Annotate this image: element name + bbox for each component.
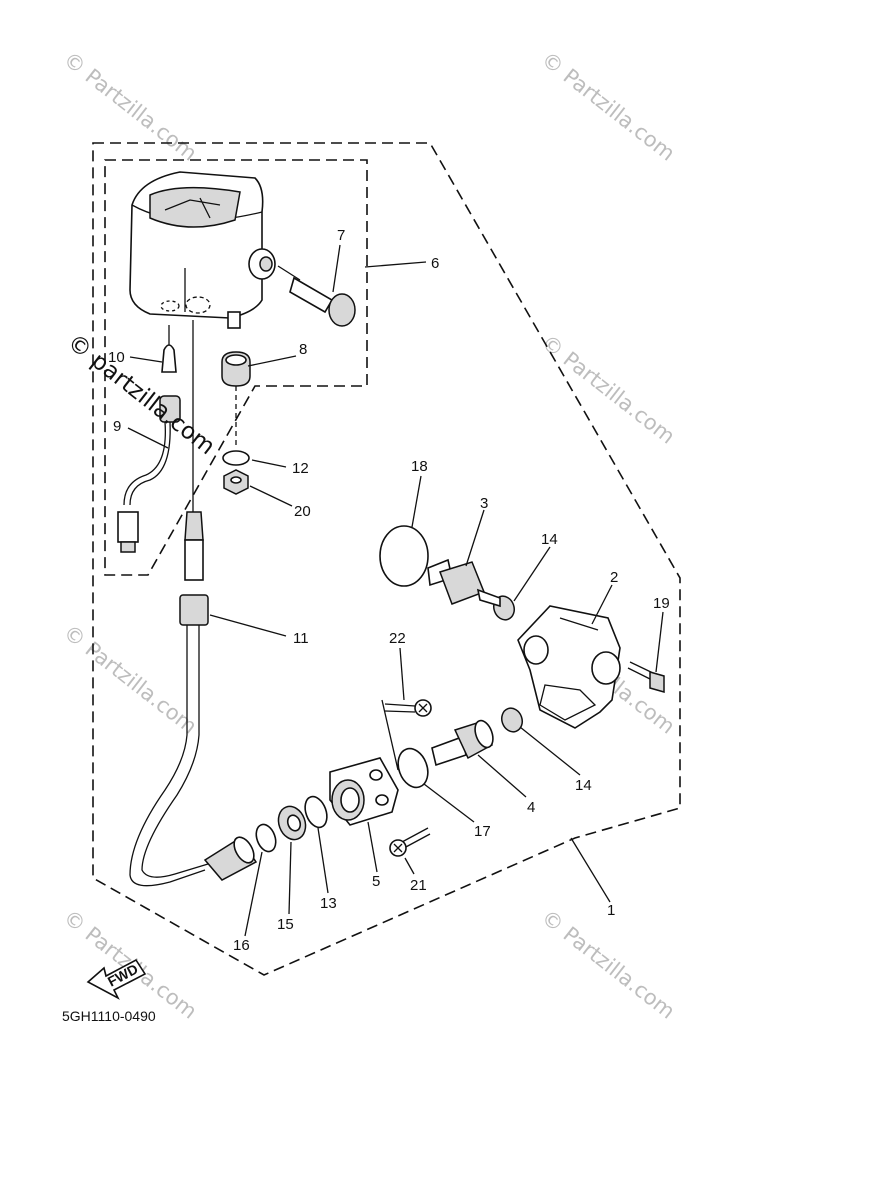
watermark-dark: © partzilla.com (62, 329, 219, 460)
washer (222, 450, 250, 466)
callout-2: 2 (610, 569, 618, 586)
gear-case (329, 757, 399, 826)
callout-20: 20 (294, 503, 311, 520)
callout-8: 8 (299, 341, 307, 358)
callout-5: 5 (372, 873, 380, 890)
drive-gear (431, 719, 494, 767)
callout-1: 1 (607, 902, 615, 919)
meter-group-boundary (104, 159, 368, 576)
callout-13: 13 (320, 895, 337, 912)
diagram-code: 5GH1110-0490 (62, 1008, 156, 1024)
callout-16: 16 (233, 937, 250, 954)
speedometer-head (129, 171, 276, 329)
gear-housing (517, 605, 621, 729)
callout-7: 7 (337, 227, 345, 244)
o-ring (255, 823, 277, 853)
callout-10: 10 (108, 349, 125, 366)
screw (381, 699, 432, 771)
watermark: © Partzilla.com (537, 905, 679, 1024)
speedometer-cable (129, 320, 258, 887)
callout-22: 22 (389, 630, 406, 647)
screw (389, 827, 431, 857)
trip-reset-knob (277, 265, 356, 327)
callout-14b: 14 (575, 777, 592, 794)
callout-19: 19 (653, 595, 670, 612)
callout-6: 6 (431, 255, 439, 272)
watermark: © Partzilla.com (537, 47, 679, 166)
o-ring (397, 747, 429, 789)
callout-18: 18 (411, 458, 428, 475)
callout-4: 4 (527, 799, 535, 816)
callout-12: 12 (292, 460, 309, 477)
callout-11: 11 (293, 630, 309, 647)
callout-9: 9 (113, 418, 121, 435)
bulb-and-socket (117, 325, 181, 553)
bush (500, 707, 524, 733)
callout-3: 3 (480, 495, 488, 512)
watermark: © Partzilla.com (537, 330, 679, 449)
callout-15: 15 (277, 916, 294, 933)
driven-gear (427, 558, 501, 608)
oil-seal (277, 805, 307, 841)
callout-21: 21 (410, 877, 427, 894)
callouts: 1 2 3 4 5 6 7 8 9 10 11 12 13 14 14 15 1… (108, 227, 670, 954)
callout-14a: 14 (541, 531, 558, 548)
nut (223, 469, 249, 495)
washer (304, 795, 328, 829)
o-ring (379, 525, 429, 587)
grommet (221, 351, 251, 448)
callout-17: 17 (474, 823, 491, 840)
leader-lines (127, 244, 664, 937)
watermark: © Partzilla.com (59, 620, 201, 739)
watermark: © Partzilla.com (59, 47, 201, 166)
bolt (627, 661, 665, 693)
assembly-boundary (92, 142, 681, 976)
